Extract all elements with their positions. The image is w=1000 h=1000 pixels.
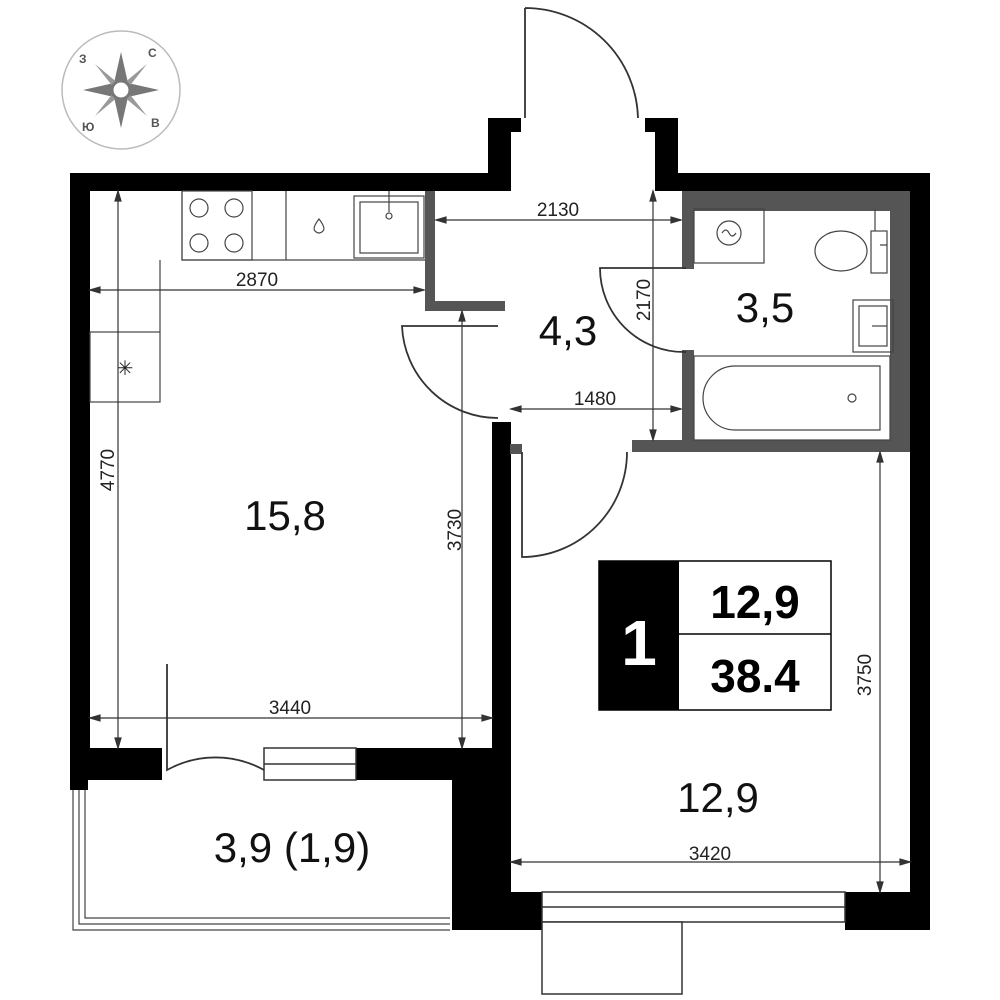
bathroom-sink [852,299,894,353]
fridge [89,331,161,403]
area-bedroom: 12,9 [677,774,759,821]
compass-west: З [79,52,87,66]
dim-hall-width: 2130 [537,200,579,221]
dim-living-height: 4770 [98,449,119,491]
dimension-lines [87,188,913,895]
compass-north: С [148,46,157,60]
area-hall: 4,3 [539,307,597,354]
compass-ring [61,30,181,150]
windows [263,747,846,995]
dim-bath-depth: 2170 [634,279,655,321]
living-door [401,325,499,419]
area-balcony: 3,9 (1,9) [214,824,370,871]
compass-south: Ю [82,120,94,134]
doors [166,7,687,772]
balcony-railing [72,790,450,931]
bathroom-fixtures [693,208,894,441]
dim-hall-passage: 1480 [574,389,616,410]
dim-living-inner-height: 3730 [445,509,466,551]
washing-machine [693,208,765,264]
entrance-door [524,7,639,119]
dim-bedroom-height: 3750 [855,654,876,696]
bedroom-door [521,451,628,558]
compass-east: В [151,116,160,130]
bay-window [541,921,683,995]
area-living-kitchen: 15,8 [244,492,326,539]
bath-door [599,267,687,353]
rooms-count-box [599,561,679,710]
compass: З С Ю В [61,30,181,150]
interior-partitions [425,191,910,454]
balcony-door [166,664,265,772]
living-area-value: 12,9 [710,576,800,628]
washing-machine-icon [716,220,742,246]
exterior-walls [70,118,930,930]
rooms-count: 1 [621,607,657,679]
snowflake-icon: ✳ [117,358,134,380]
total-area-value: 38.4 [710,650,800,702]
dim-kitchen-width: 2870 [236,270,278,291]
stove [181,190,253,261]
toilet [814,230,868,272]
kitchen-counter [89,190,425,403]
dim-bedroom-width: 3420 [689,844,731,865]
dim-living-width: 3440 [269,698,311,719]
summary-badge: 1 12,9 38.4 [598,560,832,711]
compass-rose-icon [83,52,159,128]
bathtub [693,355,891,441]
water-drop-icon [313,218,325,234]
area-bathroom: 3,5 [736,284,794,331]
